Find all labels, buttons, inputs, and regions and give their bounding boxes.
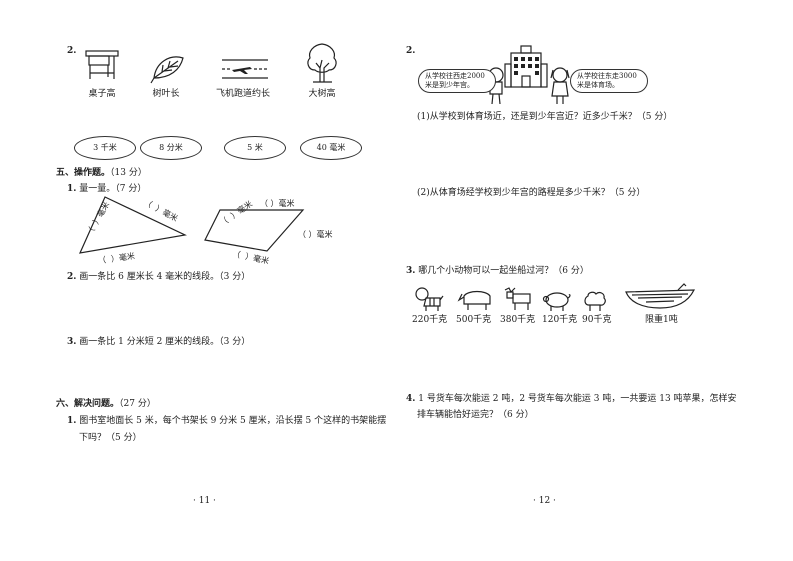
pig-icon — [542, 292, 571, 311]
question-row: 1. 图书室地面长 5 米，每个书架长 9 分米 5 厘米，沿长摆 5 个这样的… — [67, 415, 386, 427]
cow-icon — [504, 287, 531, 310]
measure-blank[interactable]: （ ）毫米 — [298, 230, 333, 239]
picture-label: 飞机跑道约长 — [215, 89, 270, 99]
question-number: 3. — [406, 266, 416, 276]
runway-icon — [222, 59, 268, 79]
question-row: 1. 量一量。（7 分） — [67, 183, 146, 195]
question-text: 1 号货车每次能运 2 吨，2 号货车每次能运 3 吨，一共要运 13 吨苹果，… — [418, 394, 737, 404]
question-row: 3. 哪几个小动物可以一起坐船过河？（6 分） — [406, 265, 589, 277]
question-number: 1. — [67, 184, 77, 194]
page-number: · 11 · — [193, 496, 216, 506]
animal-weight: 380千克 — [500, 315, 536, 325]
question-number: 2. — [67, 46, 77, 56]
speech-bubble-left: 从学校往西走2000 米是到少年宫。 — [418, 69, 496, 93]
question-text-continued: 下吗？（5 分） — [79, 433, 142, 443]
animal-weight: 500千克 — [456, 315, 492, 325]
question-number: 2. — [406, 46, 416, 56]
question-text: 哪几个小动物可以一起坐船过河？（6 分） — [418, 266, 589, 276]
answer-option[interactable]: 3 千米 — [74, 136, 136, 160]
section-title: 五、操作题。 — [56, 168, 111, 178]
question-number: 1. — [67, 416, 77, 426]
tree-icon — [307, 43, 337, 83]
section-title: 六、解决问题。 — [56, 399, 120, 409]
triangle-figure — [78, 196, 187, 254]
sheep-icon — [584, 291, 606, 311]
question-row: 4. 1 号货车每次能运 2 吨，2 号货车每次能运 3 吨，一共要运 13 吨… — [406, 393, 737, 405]
page-number: · 12 · — [533, 496, 556, 506]
picture-label: 桌子高 — [88, 89, 116, 99]
school-building-icon — [504, 45, 548, 88]
measure-blank[interactable]: （ ）毫米 — [231, 249, 270, 266]
question-number: 2. — [67, 272, 77, 282]
answer-option[interactable]: 5 米 — [224, 136, 286, 160]
picture-label: 树叶长 — [152, 89, 180, 99]
tiger-icon — [415, 287, 444, 311]
girl-icon — [550, 67, 570, 104]
sub-question: (1)从学校到体育场近，还是到少年宫近？近多少千米？（5 分） — [417, 112, 673, 122]
section-heading: 六、解决问题。（27 分） — [56, 398, 156, 410]
question-row: 3. 画一条比 1 分米短 2 厘米的线段。（3 分） — [67, 336, 250, 348]
animal-weight: 220千克 — [412, 315, 448, 325]
question-text-continued: 排车辆能恰好运完？（6 分） — [417, 410, 534, 420]
section-heading: 五、操作题。（13 分） — [56, 167, 147, 179]
picture-label: 大树高 — [308, 89, 336, 99]
boat-capacity-label: 限重1吨 — [645, 315, 678, 325]
answer-option[interactable]: 8 分米 — [140, 136, 202, 160]
leaf-icon — [150, 56, 184, 84]
section-score: （27 分） — [119, 399, 156, 409]
question-row: 2. 画一条比 6 厘米长 4 毫米的线段。（3 分） — [67, 271, 250, 283]
answer-option[interactable]: 40 毫米 — [300, 136, 362, 160]
question-text: 量一量。（7 分） — [79, 184, 147, 194]
measure-blank[interactable]: （ ）毫米 — [84, 200, 112, 238]
quadrilateral-figure — [204, 209, 305, 252]
question-text: 画一条比 6 厘米长 4 毫米的线段。（3 分） — [79, 272, 251, 282]
question-text: 图书室地面长 5 米，每个书架长 9 分米 5 厘米，沿长摆 5 个这样的书架能… — [79, 416, 387, 426]
measure-blank[interactable]: （ ）毫米 — [142, 197, 180, 224]
sub-question: (2)从体育场经学校到少年宫的路程是多少千米？（5 分） — [417, 188, 646, 198]
speech-bubble-right: 从学校往东走3000 米是体育场。 — [570, 69, 648, 93]
rhino-icon — [457, 290, 491, 310]
question-text: 画一条比 1 分米短 2 厘米的线段。（3 分） — [79, 337, 251, 347]
animal-weight: 120千克 — [542, 315, 578, 325]
measure-blank[interactable]: （ ）毫米 — [260, 199, 295, 208]
question-number: 4. — [406, 394, 416, 404]
boat-icon — [625, 283, 695, 309]
animal-weight: 90千克 — [582, 315, 612, 325]
desk-icon — [85, 50, 119, 79]
measure-blank[interactable]: （ ）毫米 — [97, 251, 136, 266]
measure-blank[interactable]: （ ）毫米 — [218, 199, 255, 228]
question-number: 3. — [67, 337, 77, 347]
section-score: （13 分） — [110, 168, 147, 178]
